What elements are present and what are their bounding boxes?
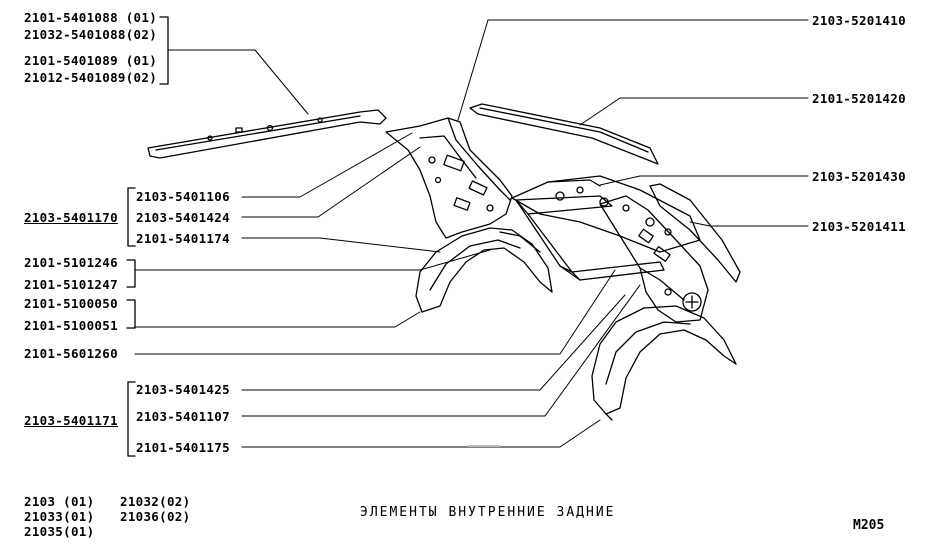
part-label: 2101-5101247 (24, 277, 118, 292)
assembly-label: 2103-5401171 (24, 413, 118, 428)
part-label: 2101-5401175 (136, 440, 230, 455)
roof-rail-part (147, 109, 387, 159)
model-label: 21035(01) (24, 524, 95, 539)
rear-panel-strip (469, 103, 659, 165)
part-label: 2101-5401089 (01) (24, 53, 158, 68)
part-label: 2103-5401107 (136, 409, 230, 424)
inner-pillar-right (599, 183, 741, 323)
assembly-label: 2103-5401170 (24, 210, 118, 225)
part-label: 2103-5201411 (812, 219, 906, 234)
part-label: 2101-5401174 (136, 231, 230, 246)
part-label: 2101-5601260 (24, 346, 118, 361)
part-label: 2103-5401424 (136, 210, 230, 225)
model-label: 21032(02) (120, 494, 191, 509)
diagram-caption: ЭЛЕМЕНТЫ ВНУТРЕННИЕ ЗАДНИЕ (360, 505, 616, 520)
part-label: 21032-5401088(02) (24, 27, 158, 42)
part-label: 2101-5100051 (24, 318, 118, 333)
part-label: 21012-5401089(02) (24, 70, 158, 85)
wheel-arch-right (591, 305, 737, 421)
drawing-code: M205 (853, 518, 885, 533)
part-label: 2101-5401088 (01) (24, 10, 158, 25)
wheel-arch-left (415, 227, 553, 313)
part-label: 2101-5201420 (812, 91, 906, 106)
part-label: 2101-5101246 (24, 255, 118, 270)
part-label: 2103-5201430 (812, 169, 906, 184)
leader-lines (134, 19, 809, 448)
cross-bars (515, 195, 665, 281)
model-label: 21036(02) (120, 509, 191, 524)
part-label: 2103-5401106 (136, 189, 230, 204)
part-label: 2101-5100050 (24, 296, 118, 311)
model-label: 21033(01) (24, 509, 95, 524)
model-label: 2103 (01) (24, 494, 95, 509)
inner-pillar-left (385, 117, 513, 239)
part-label: 2103-5401425 (136, 382, 230, 397)
part-label: 2103-5201410 (812, 13, 906, 28)
